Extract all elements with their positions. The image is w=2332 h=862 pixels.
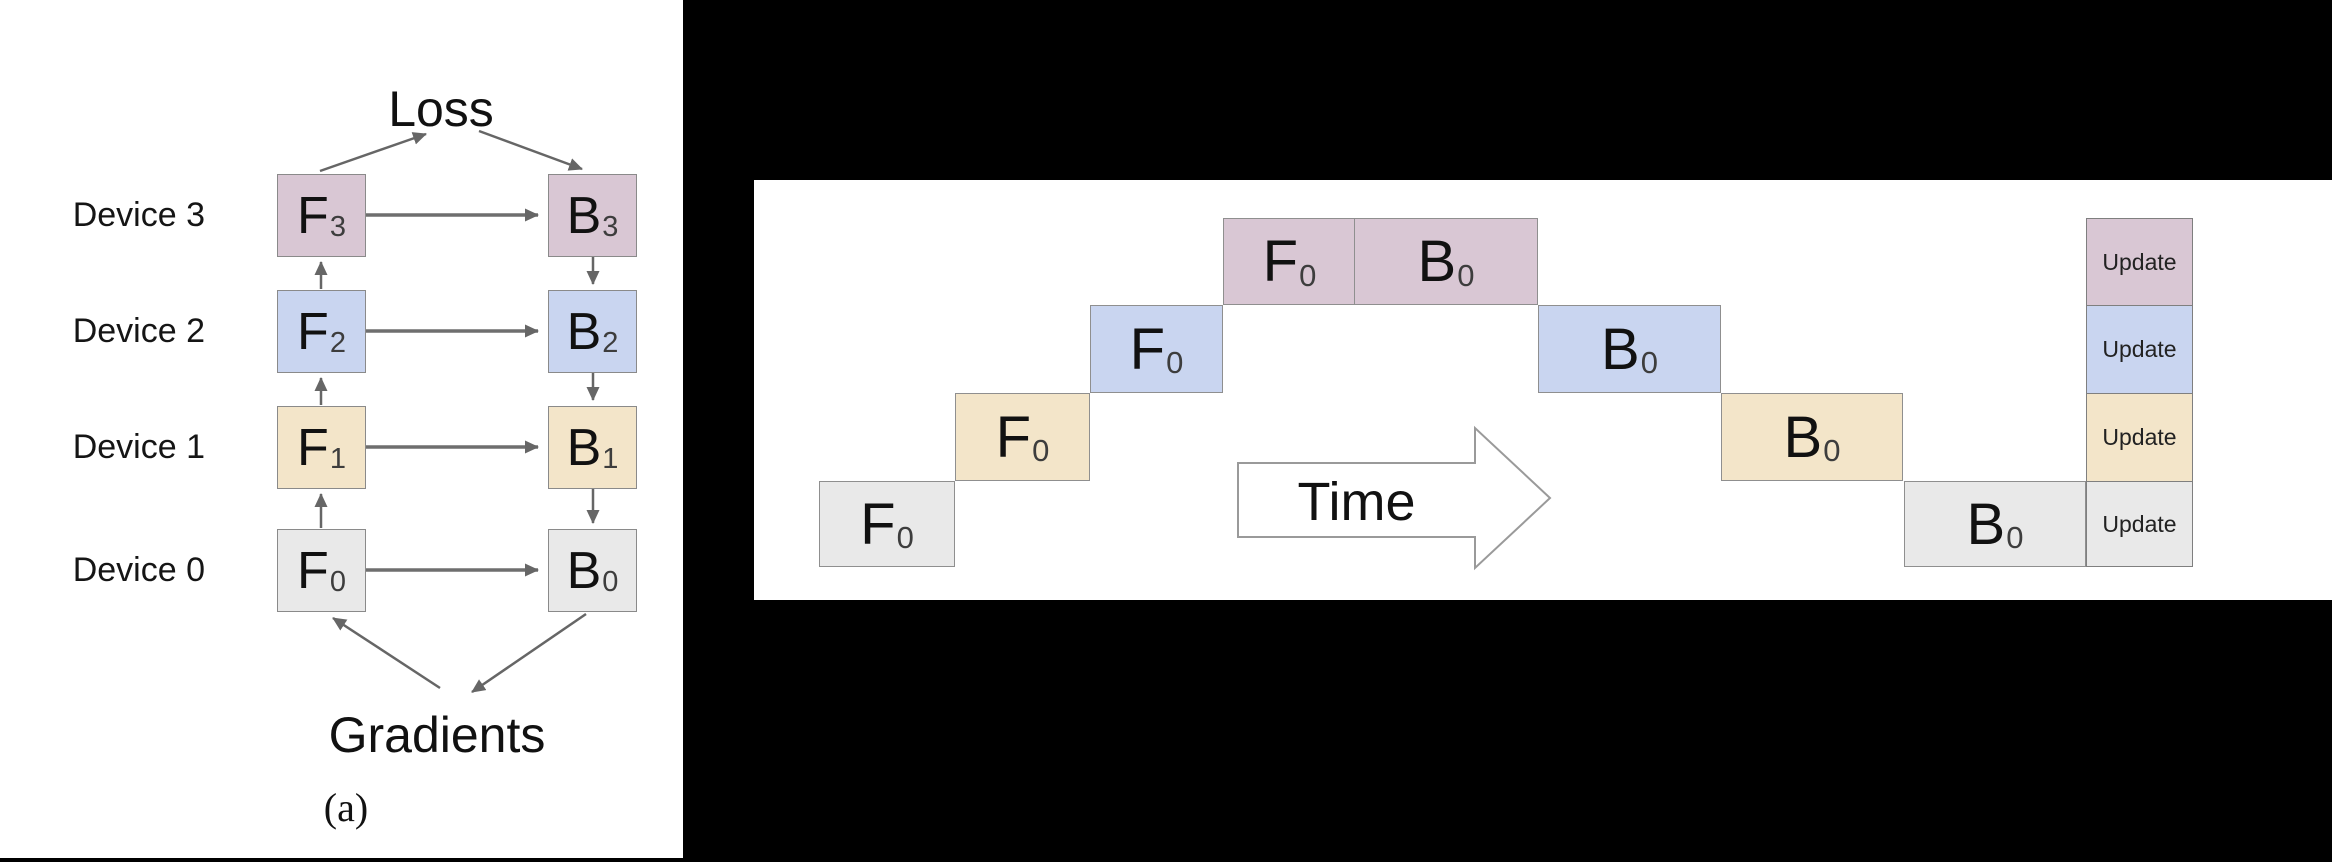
update-label: Update (2102, 248, 2177, 275)
block-letter: B (1966, 491, 2006, 557)
block-letter: B (1417, 229, 1457, 294)
box-subscript: 0 (329, 566, 346, 598)
block-subscript: 0 (1823, 433, 1841, 468)
block-letter: F (1129, 316, 1166, 382)
update-cell-device0: Update (2086, 481, 2193, 567)
gradients-label: Gradients (328, 707, 546, 763)
block-subscript: 0 (1640, 345, 1658, 380)
block-subscript: 0 (1299, 257, 1317, 293)
block-subscript: 0 (1032, 433, 1050, 468)
box-subscript: 1 (329, 443, 346, 475)
time-arrow (1237, 425, 1552, 571)
box-letter: F (297, 302, 329, 361)
device-label-2: Device 2 (72, 312, 205, 350)
block-subscript: 0 (2006, 520, 2024, 555)
box-letter: B (566, 541, 602, 600)
time-arrow-label: Time (1297, 472, 1416, 532)
box-subscript: 2 (602, 327, 619, 359)
block-letter: F (860, 491, 896, 557)
block-letter: F (995, 404, 1032, 470)
update-cell-device1: Update (2086, 393, 2193, 482)
box-letter: B (566, 186, 602, 245)
dag-arrows-svg (314, 129, 600, 694)
update-label: Update (2102, 510, 2177, 537)
box-letter: F (297, 418, 329, 477)
box-subscript: 2 (329, 327, 346, 359)
box-letter: F (297, 186, 329, 245)
block-letter: F (1262, 229, 1299, 294)
box-subscript: 3 (602, 211, 619, 243)
box-letter: F (297, 541, 329, 600)
update-cell-device3: Update (2086, 218, 2193, 306)
device-label-0: Device 0 (72, 551, 205, 589)
update-label: Update (2102, 336, 2177, 362)
block-subscript: 0 (1457, 257, 1475, 293)
pipeline-dag-panel: Loss (0, 0, 683, 858)
box-letter: B (566, 302, 602, 361)
block-subscript: 0 (896, 520, 914, 555)
block-letter: B (1601, 316, 1640, 382)
update-label: Update (2102, 424, 2177, 450)
box-subscript: 0 (602, 566, 619, 598)
box-subscript: 1 (602, 443, 619, 475)
device-label-3: Device 3 (72, 196, 205, 234)
loss-label: Loss (388, 81, 494, 137)
box-letter: B (566, 418, 602, 477)
box-subscript: 3 (329, 211, 346, 243)
block-letter: B (1783, 404, 1823, 470)
device-label-1: Device 1 (72, 428, 205, 466)
block-subscript: 0 (1166, 345, 1184, 380)
panel-caption: (a) (323, 785, 369, 830)
update-cell-device2: Update (2086, 305, 2193, 394)
